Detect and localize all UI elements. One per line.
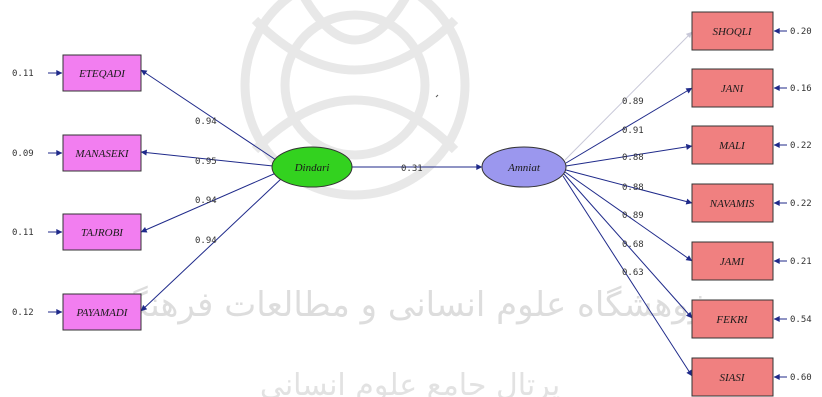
- error-label-navamis: 0.22: [790, 199, 812, 209]
- indicator-label-siasi: SIASI: [719, 372, 745, 384]
- error-arrows: [48, 31, 787, 377]
- loading-label-eteqadi: 0.94: [195, 117, 217, 127]
- indicator-label-eteqadi: ETEQADI: [78, 68, 126, 80]
- error-label-jani: 0.16: [790, 84, 812, 94]
- error-label-mali: 0.22: [790, 141, 812, 151]
- loading-label-manaseki: 0.95: [195, 157, 217, 167]
- arrow-dindari-eteqadi: [141, 70, 276, 160]
- loading-label-siasi: 0.63: [622, 268, 644, 278]
- loading-label-payamadi: 0.94: [195, 236, 217, 246]
- indicator-label-shoqli: SHOQLI: [712, 26, 752, 38]
- indicator-label-mali: MALI: [718, 140, 746, 152]
- loading-label-navamis: 0.88: [622, 183, 644, 193]
- loading-label-mali: 0.88: [622, 153, 644, 163]
- arrow-amniat-shoqli: [565, 32, 692, 160]
- loading-label-fekri: 0.68: [622, 240, 644, 250]
- left-indicator-labels: ETEQADI MANASEKI TAJROBI PAYAMADI: [74, 68, 129, 319]
- error-label-siasi: 0.60: [790, 373, 812, 383]
- latent-label-dindari: Dindari: [294, 162, 330, 174]
- indicator-label-jami: JAMI: [720, 256, 746, 268]
- loading-label-jani: 0.91: [622, 126, 644, 136]
- error-label-manaseki: 0.09: [12, 149, 34, 159]
- indicator-label-navamis: NAVAMIS: [709, 198, 755, 210]
- indicator-label-tajrobi: TAJROBI: [81, 227, 124, 239]
- error-label-jami: 0.21: [790, 257, 812, 267]
- latent-label-amniat: Amniat: [507, 162, 541, 174]
- watermark-line-2: پرتال جامع علوم انسانی: [260, 368, 560, 397]
- indicator-label-fekri: FEKRI: [715, 314, 748, 326]
- error-label-tajrobi: 0.11: [12, 228, 34, 238]
- watermark-line-1: پژوهشگاه علوم انسانی و مطالعات فرهنگی: [103, 285, 717, 325]
- loading-label-shoqli: 0.89: [622, 97, 644, 107]
- error-label-fekri: 0.54: [790, 315, 812, 325]
- error-label-payamadi: 0.12: [12, 308, 34, 318]
- indicator-label-jani: JANI: [721, 83, 745, 95]
- error-label-eteqadi: 0.11: [12, 69, 34, 79]
- stray-mark: [436, 95, 438, 97]
- loading-label-jami: 0.89: [622, 211, 644, 221]
- path-coefficient-label: 0.31: [401, 164, 423, 174]
- indicator-label-manaseki: MANASEKI: [74, 148, 129, 160]
- loading-label-tajrobi: 0.94: [195, 196, 217, 206]
- indicator-label-payamadi: PAYAMADI: [76, 307, 129, 319]
- error-label-shoqli: 0.20: [790, 27, 812, 37]
